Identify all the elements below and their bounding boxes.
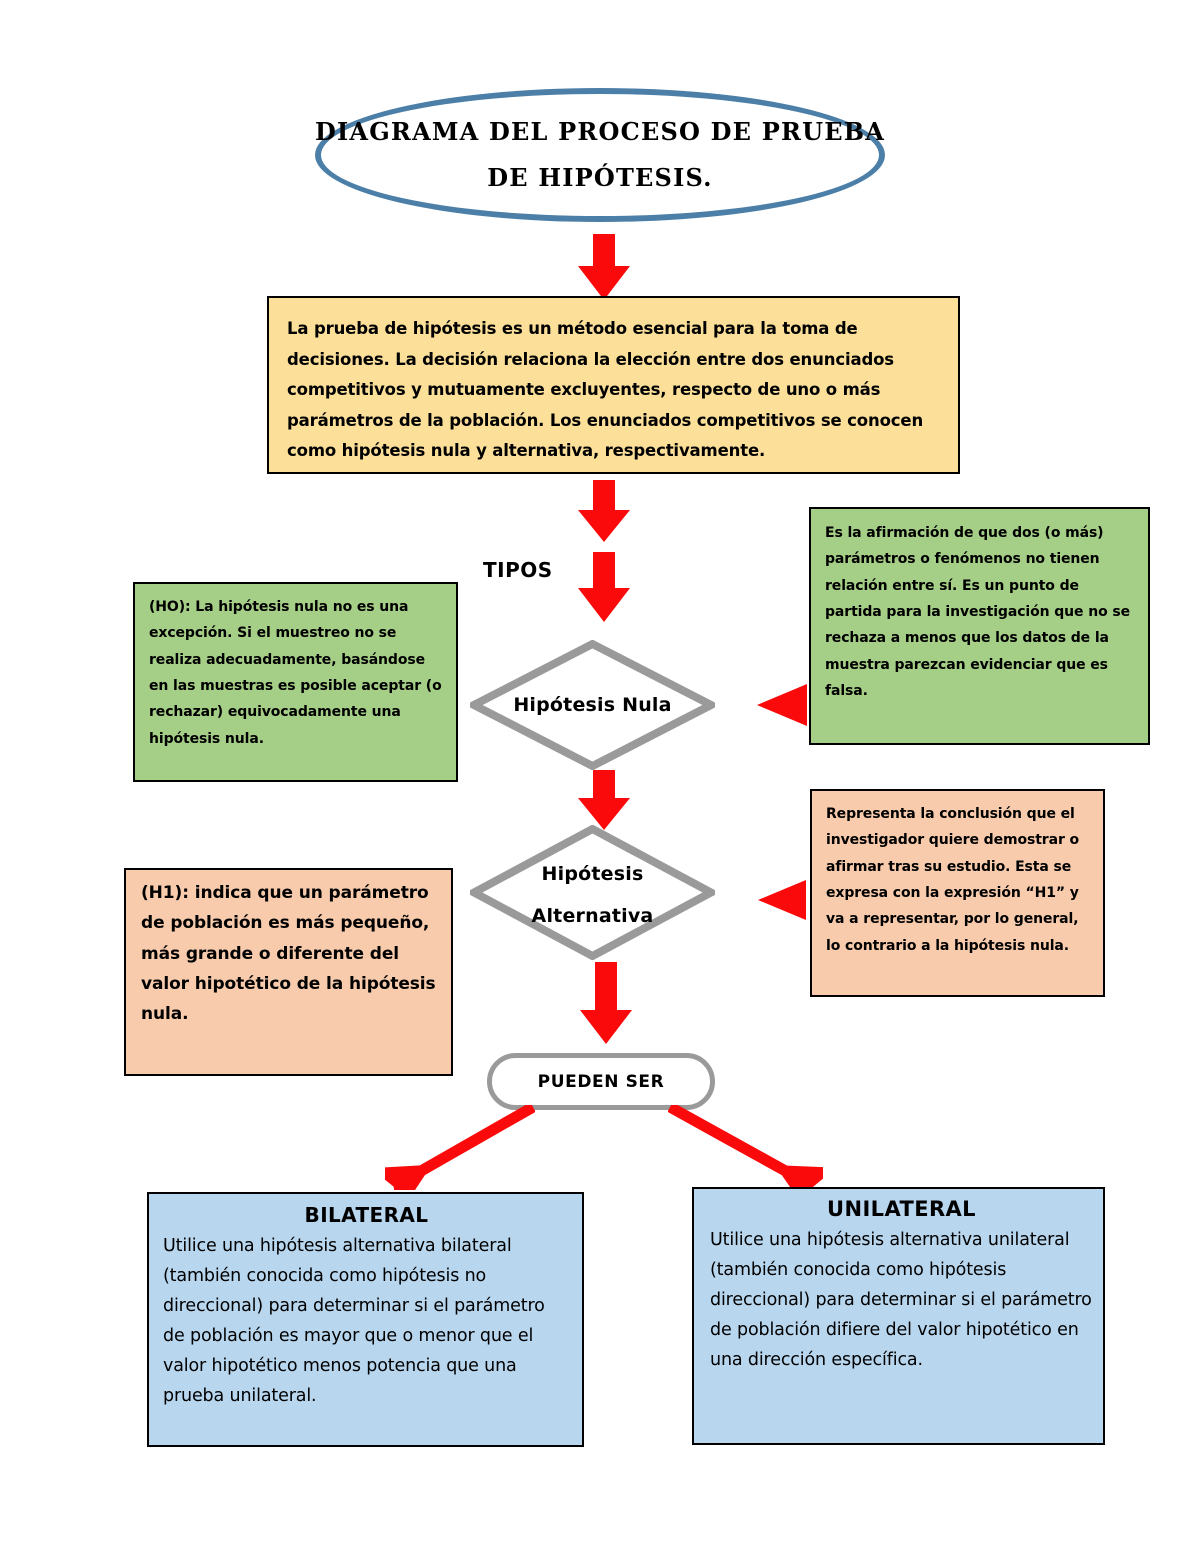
arrow-down-icon-alternativa-to-pueden-ser xyxy=(580,962,632,1044)
outcome-bilateral-body: Utilice una hipótesis alternativa bilate… xyxy=(163,1236,545,1407)
arrow-down-icon-title-to-intro xyxy=(578,234,630,300)
note-h1-left-box: (H1): indica que un parámetro de poblaci… xyxy=(124,868,453,1076)
outcome-unilateral-box: UNILATERAL Utilice una hipótesis alterna… xyxy=(692,1187,1105,1445)
outcome-unilateral-body: Utilice una hipótesis alternativa unilat… xyxy=(710,1230,1092,1371)
note-hipotesis-nula-right-box: Es la afirmación de que dos (o más) pará… xyxy=(809,507,1150,745)
diagram-title-line-1: DIAGRAMA DEL PROCESO DE PRUEBA xyxy=(314,117,886,146)
arrow-down-icon-nula-to-alternativa xyxy=(578,770,630,830)
terminator-pueden-ser: PUEDEN SER xyxy=(487,1053,715,1110)
diamond-hipotesis-nula-label: Hipótesis Nula xyxy=(513,694,672,716)
note-h1-left-text: (H1): indica que un parámetro de poblaci… xyxy=(141,883,436,1024)
diamond-hipotesis-nula: Hipótesis Nula xyxy=(470,640,715,770)
note-hipotesis-alternativa-right-text: Representa la conclusión que el investig… xyxy=(826,806,1080,954)
arrow-diagonal-down-right-icon xyxy=(668,1105,823,1190)
intro-description-box: La prueba de hipótesis es un método esen… xyxy=(267,296,960,474)
diagram-title-line-2: DE HIPÓTESIS. xyxy=(487,163,713,192)
diamond-hipotesis-alternativa: Hipótesis Alternativa xyxy=(470,825,715,960)
note-hipotesis-nula-right-text: Es la afirmación de que dos (o más) pará… xyxy=(825,525,1131,699)
outcome-unilateral-title: UNILATERAL xyxy=(827,1197,976,1221)
diagram-title-oval: DIAGRAMA DEL PROCESO DE PRUEBA DE HIPÓTE… xyxy=(315,88,885,222)
arrow-down-icon-intro-to-tipos xyxy=(578,480,630,542)
intro-description-text: La prueba de hipótesis es un método esen… xyxy=(287,319,924,461)
diamond-hipotesis-alternativa-label-line-2: Alternativa xyxy=(531,905,654,927)
outcome-bilateral-box: BILATERAL Utilice una hipótesis alternat… xyxy=(147,1192,584,1447)
outcome-bilateral-title: BILATERAL xyxy=(304,1203,429,1227)
arrow-left-triangle-icon-to-nula xyxy=(757,684,807,726)
note-hipotesis-alternativa-right-box: Representa la conclusión que el investig… xyxy=(810,789,1105,997)
diamond-hipotesis-alternativa-label-line-1: Hipótesis xyxy=(541,863,644,885)
arrow-down-icon-tipos-to-nula xyxy=(578,552,630,622)
note-h0-left-text: (HO): La hipótesis nula no es una excepc… xyxy=(149,599,442,747)
note-h0-left-box: (HO): La hipótesis nula no es una excepc… xyxy=(133,582,458,782)
terminator-pueden-ser-label: PUEDEN SER xyxy=(537,1071,665,1092)
tipos-label: TIPOS xyxy=(483,558,553,582)
arrow-diagonal-down-left-icon xyxy=(385,1105,535,1190)
arrow-left-triangle-icon-to-alternativa xyxy=(758,880,806,920)
